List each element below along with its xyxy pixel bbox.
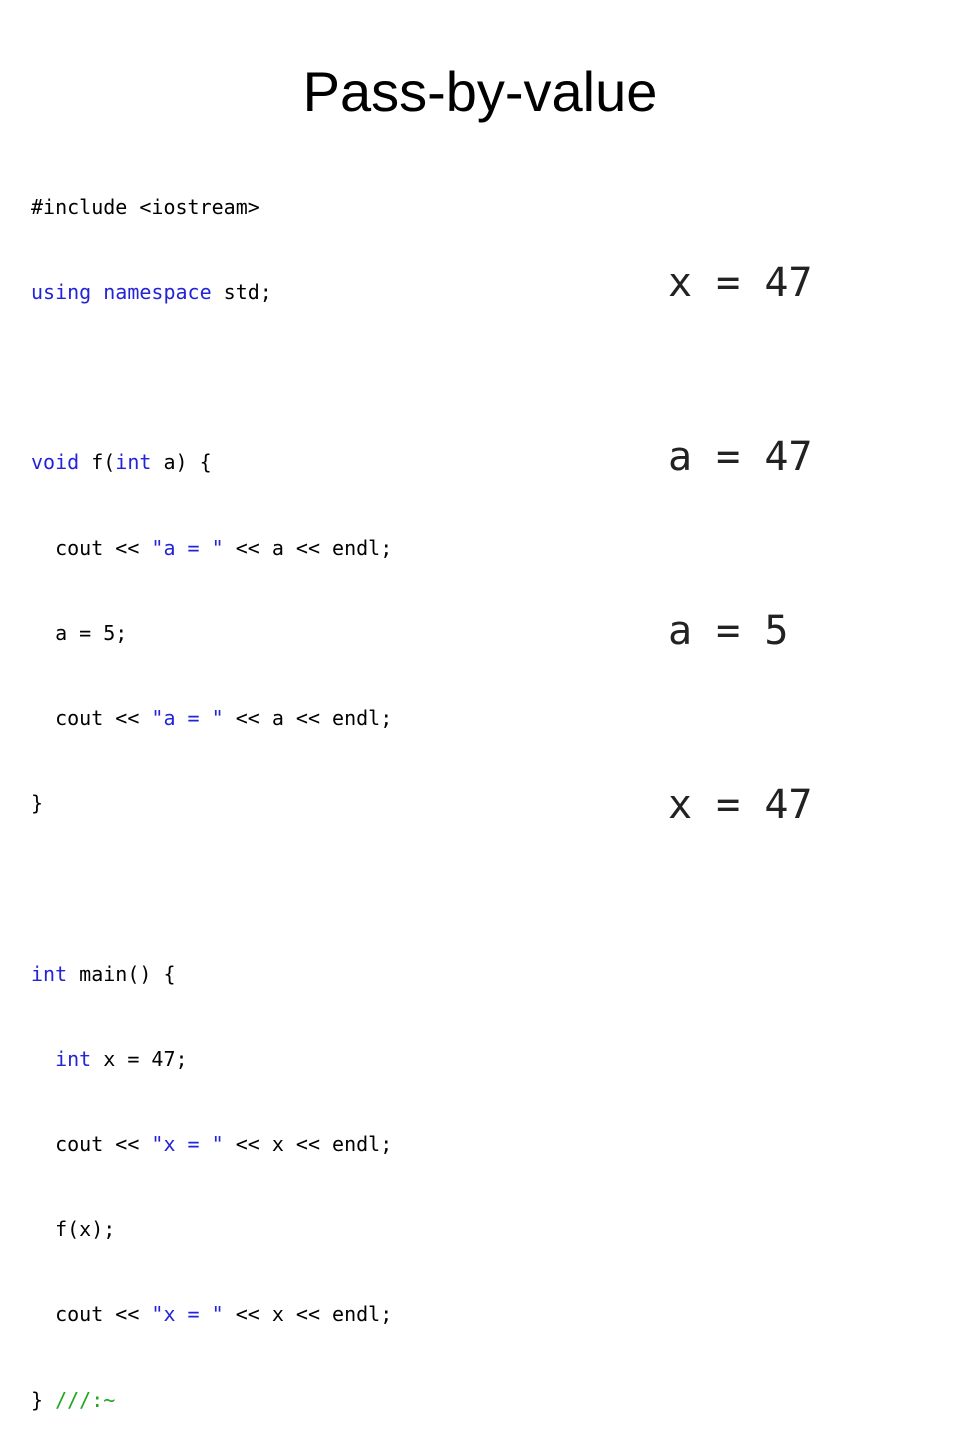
slide-title: Pass-by-value bbox=[302, 60, 658, 123]
code-line-6: a = 5; bbox=[31, 619, 392, 647]
keyword: void bbox=[31, 450, 80, 475]
code-line-13: f(x); bbox=[31, 1215, 392, 1243]
code-line-15: } ///:~ bbox=[31, 1386, 392, 1414]
code-line-7: cout << "a = " << a << endl; bbox=[31, 704, 392, 732]
code-text: << a << endl; bbox=[223, 535, 393, 560]
string-literal: "x = " bbox=[151, 1132, 224, 1157]
code-text: f( bbox=[79, 450, 116, 475]
code-text: << x << endl; bbox=[223, 1302, 393, 1327]
keyword: int bbox=[31, 961, 68, 986]
code-text: cout << bbox=[31, 535, 152, 560]
code-text: a = 5; bbox=[31, 620, 128, 645]
include-directive: #include <iostream> bbox=[31, 194, 260, 219]
code-text: a) { bbox=[151, 450, 212, 475]
code-line-11: int x = 47; bbox=[31, 1045, 392, 1073]
code-text: std; bbox=[211, 280, 272, 305]
code-line-2: using namespace std; bbox=[31, 278, 392, 306]
code-text: << a << endl; bbox=[223, 706, 393, 731]
string-literal: "a = " bbox=[151, 706, 224, 731]
code-line-10: int main() { bbox=[31, 960, 392, 988]
output-line: x = 47 bbox=[668, 782, 813, 828]
code-text: } bbox=[31, 1387, 56, 1412]
output-line: a = 5 bbox=[668, 608, 789, 654]
code-line-1: #include <iostream> bbox=[31, 193, 392, 221]
string-literal: "a = " bbox=[151, 535, 224, 560]
code-text bbox=[31, 1047, 55, 1071]
code-line-12: cout << "x = " << x << endl; bbox=[31, 1130, 392, 1158]
code-text: x = 47; bbox=[91, 1046, 188, 1071]
code-line-3 bbox=[31, 363, 392, 391]
output-line: x = 47 bbox=[668, 260, 813, 306]
code-line-4: void f(int a) { bbox=[31, 448, 392, 476]
code-text: << x << endl; bbox=[223, 1132, 393, 1157]
code-line-5: cout << "a = " << a << endl; bbox=[31, 534, 392, 562]
code-line-9 bbox=[31, 874, 392, 902]
code-text: cout << bbox=[31, 706, 152, 731]
program-output: x = 47 a = 47 a = 5 x = 47 bbox=[668, 138, 813, 892]
code-text: main() { bbox=[67, 961, 176, 986]
code-text: } bbox=[31, 791, 44, 816]
keyword: int bbox=[115, 450, 152, 475]
code-line-8: } bbox=[31, 789, 392, 817]
comment: ///:~ bbox=[55, 1387, 116, 1412]
code-listing: #include <iostream> using namespace std;… bbox=[31, 136, 392, 1440]
string-literal: "x = " bbox=[151, 1302, 224, 1327]
code-text: cout << bbox=[31, 1302, 152, 1327]
keyword: int bbox=[55, 1046, 92, 1071]
code-text: f(x); bbox=[31, 1217, 116, 1242]
output-line: a = 47 bbox=[668, 434, 813, 480]
code-text: cout << bbox=[31, 1132, 152, 1157]
code-line-14: cout << "x = " << x << endl; bbox=[31, 1300, 392, 1328]
keyword: using namespace bbox=[31, 280, 212, 305]
